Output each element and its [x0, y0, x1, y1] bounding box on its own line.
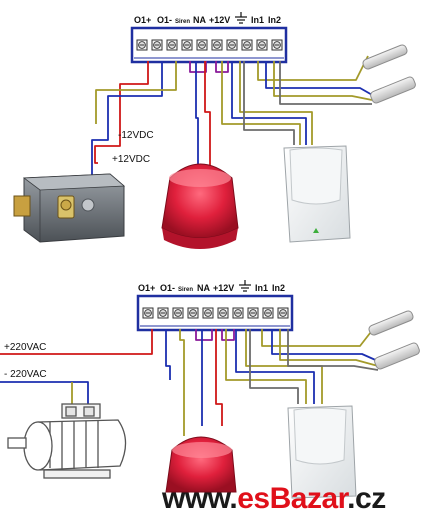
diagram-bottom: O1+ O1- Siren NA +12V In1 In2	[0, 280, 420, 499]
label-o1-minus: O1-	[160, 283, 175, 293]
label-na: NA	[197, 283, 210, 293]
pir-sensor-icon	[287, 405, 357, 499]
watermark-suffix: .cz	[347, 482, 386, 515]
ac-plus-label: +220VAC	[4, 342, 46, 353]
terminal-labels-bottom: O1+ O1- Siren NA +12V In1 In2	[138, 280, 285, 293]
label-o1-minus: O1-	[157, 15, 172, 25]
power-plus-label: +12VDC	[112, 154, 150, 165]
label-plus-12v: +12V	[209, 15, 230, 25]
ground-icon	[239, 280, 251, 292]
pir-sensor-icon	[283, 145, 351, 243]
terminal-block-bottom	[136, 294, 294, 332]
diagram-top: O1+ O1- Siren NA +12V In1 In2	[13, 12, 416, 249]
motor-icon	[7, 403, 127, 479]
terminal-labels-top: O1+ O1- Siren NA +12V In1 In2	[134, 12, 281, 25]
label-in2: In2	[268, 15, 281, 25]
label-plus-12v: +12V	[213, 283, 234, 293]
label-in2: In2	[272, 283, 285, 293]
watermark-brand: esBazar	[237, 482, 348, 515]
power-minus-label: -12VDC	[118, 130, 154, 141]
label-o1-plus: O1+	[138, 283, 155, 293]
siren-icon	[161, 163, 239, 249]
ac-minus-label: - 220VAC	[4, 369, 47, 380]
wires-top	[91, 55, 375, 175]
label-siren: Siren	[175, 19, 190, 25]
screw-terminal-icon	[136, 39, 283, 51]
siren-icon	[165, 436, 237, 493]
ground-icon	[235, 12, 247, 24]
watermark-prefix: www.	[162, 482, 238, 515]
label-na: NA	[193, 15, 206, 25]
label-in1: In1	[255, 283, 268, 293]
wires-bottom	[0, 327, 381, 436]
label-o1-plus: O1+	[134, 15, 151, 25]
label-siren: Siren	[178, 287, 193, 293]
magnetic-contact-icon	[362, 44, 416, 104]
label-in1: In1	[251, 15, 264, 25]
screw-terminal-icon	[142, 307, 289, 319]
terminal-block-top	[130, 26, 288, 64]
door-lock-icon	[13, 173, 126, 243]
watermark: www.esBazar.cz	[162, 482, 424, 522]
magnetic-contact-icon	[368, 310, 420, 370]
